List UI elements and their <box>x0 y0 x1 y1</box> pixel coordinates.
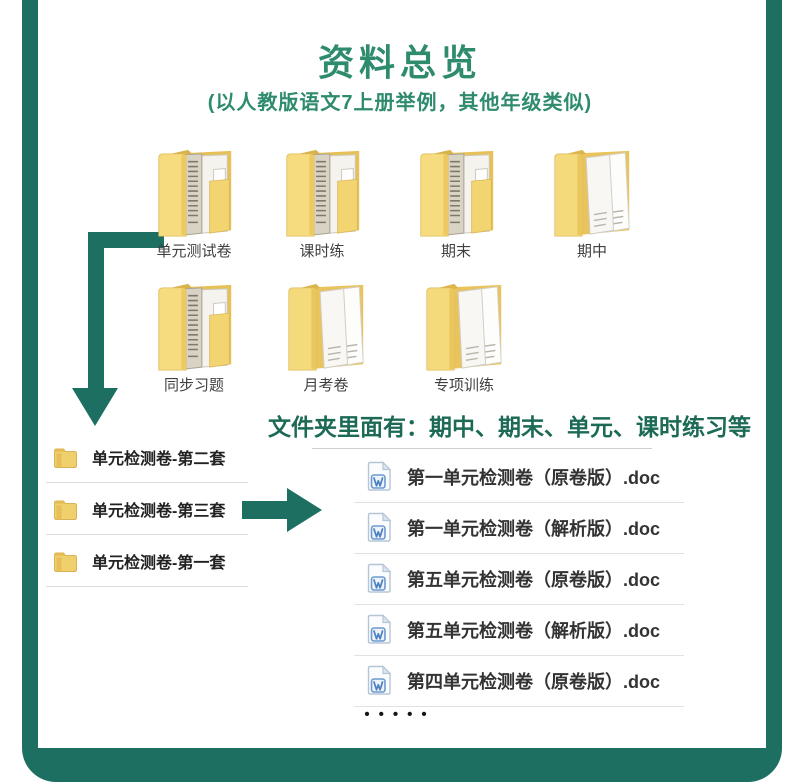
file-list-row: 第四单元检测卷（原卷版）.doc <box>354 656 684 707</box>
small-folder-icon <box>54 552 77 572</box>
folder-label: 课时练 <box>299 243 345 260</box>
folder-label: 专项训练 <box>433 377 494 394</box>
folder-pages-icon <box>288 283 364 371</box>
file-list-row: 第五单元检测卷（原卷版）.doc <box>354 554 684 605</box>
detail-heading: 文件夹里面有：期中、期末、单元、课时练习等 <box>268 414 751 440</box>
folder-list-label: 单元检测卷-第一套 <box>92 554 226 572</box>
folder-docs-icon <box>157 149 232 237</box>
right-arrow-icon <box>242 488 322 532</box>
word-doc-icon <box>367 614 391 644</box>
folder-item: 单元测试卷 <box>136 146 252 261</box>
folder-list-row: 单元检测卷-第一套 <box>46 535 248 587</box>
folder-pages-icon <box>426 283 502 371</box>
small-folder-icon <box>54 448 77 468</box>
folder-list-label: 单元检测卷-第三套 <box>92 502 226 520</box>
page-subtitle: (以人教版语文7上册举例，其他年级类似) <box>207 92 593 114</box>
file-name: 第五单元检测卷（解析版）.doc <box>407 621 661 641</box>
file-name: 第一单元检测卷（解析版）.doc <box>407 519 661 539</box>
elbow-arrow-icon <box>72 232 164 426</box>
file-list: 第一单元检测卷（原卷版）.doc 第一单元检测卷（解析版）.doc 第五单元检测… <box>354 452 684 707</box>
folder-label: 期中 <box>576 243 607 260</box>
folder-item: 课时练 <box>264 146 380 261</box>
folder-docs-icon <box>285 149 360 237</box>
folder-item: 专项训练 <box>406 280 522 395</box>
folder-item: 同步习题 <box>136 280 252 395</box>
folder-label: 同步习题 <box>163 377 224 394</box>
file-name: 第五单元检测卷（原卷版）.doc <box>407 570 661 590</box>
folder-list-label: 单元检测卷-第二套 <box>92 450 226 468</box>
folder-list: 单元检测卷-第二套 单元检测卷-第三套 单元检测卷-第一套 <box>46 431 248 587</box>
small-folder-icon <box>54 500 77 520</box>
folder-item: 期中 <box>534 146 650 261</box>
file-list-row: 第一单元检测卷（原卷版）.doc <box>354 452 684 503</box>
divider-line <box>312 448 652 449</box>
word-doc-icon <box>367 563 391 593</box>
more-items-indicator: ••••• <box>364 706 436 723</box>
folder-label: 月考卷 <box>303 377 349 394</box>
folder-label: 单元测试卷 <box>156 243 232 260</box>
folder-docs-icon <box>419 149 494 237</box>
word-doc-icon <box>367 665 391 695</box>
folder-list-row: 单元检测卷-第二套 <box>46 431 248 483</box>
file-name: 第一单元检测卷（原卷版）.doc <box>407 468 661 488</box>
folder-label: 期末 <box>440 243 471 260</box>
file-name: 第四单元检测卷（原卷版）.doc <box>407 672 661 692</box>
word-doc-icon <box>367 461 391 491</box>
file-list-row: 第一单元检测卷（解析版）.doc <box>354 503 684 554</box>
file-list-row: 第五单元检测卷（解析版）.doc <box>354 605 684 656</box>
folder-item: 期末 <box>398 146 514 261</box>
folder-list-row: 单元检测卷-第三套 <box>46 483 248 535</box>
page-title: 资料总览 <box>317 42 482 83</box>
folder-item: 月考卷 <box>268 280 384 395</box>
folder-docs-icon <box>157 283 232 371</box>
word-doc-icon <box>367 512 391 542</box>
folder-pages-icon <box>554 149 630 237</box>
